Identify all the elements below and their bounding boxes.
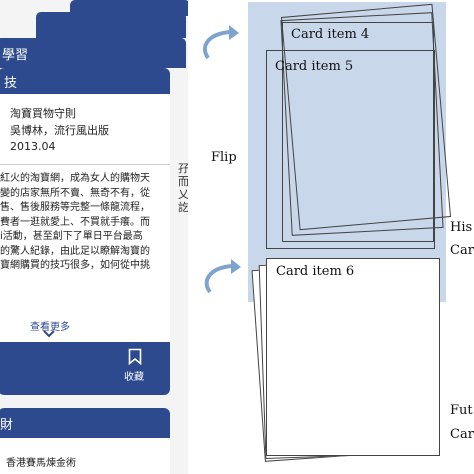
description-line: 紅火的淘寶網，成為女人的購物天 [0, 173, 150, 184]
see-more-link[interactable]: 查看更多 [30, 322, 70, 333]
card-item-6-label: Card item 6 [276, 264, 355, 279]
flip-arrow-top-icon [202, 25, 239, 60]
history-cards-label: Car [450, 243, 474, 258]
book-card-footer: 收藏 [0, 342, 170, 395]
description-line: 售、售後服務等完整一條龍流程， [0, 202, 150, 213]
description-line: 的驚人紀錄，由此足以瞭解淘寶的 [0, 245, 150, 257]
flip-arrow-bottom-icon [204, 259, 241, 294]
book-description: 紅火的淘寶網，成為女人的購物天 變的店家無所不賣、無奇不有，從 售、售後服務等完… [0, 172, 162, 274]
card-item-6[interactable]: Card item 6 [266, 258, 440, 456]
flip-label: Flip [211, 150, 237, 165]
second-card-subtitle: 香港賽馬煉金術 [6, 458, 76, 469]
card-divider [0, 164, 170, 165]
stacked-tab-study[interactable]: 學習 [0, 38, 186, 68]
chevron-down-icon[interactable] [43, 330, 55, 338]
book-card-header[interactable]: 技 [0, 68, 170, 94]
future-label: Fut [450, 403, 473, 418]
tab-study-label: 學習 [2, 48, 29, 63]
card-item-5-label: Card item 5 [275, 59, 354, 74]
description-line: 寶網購買的技巧很多，如何從中挑 [0, 260, 150, 271]
phone-screenshot: 學習 技 淘寶買物守則 吳博林，流行風出版 2013.04 紅火的淘寶網，成為女… [0, 0, 188, 474]
side-text-fragment: 孖而乂訖 [178, 162, 188, 214]
second-card-header[interactable]: 財 [0, 408, 170, 438]
bookmark-label[interactable]: 收藏 [124, 372, 144, 383]
card-item-5[interactable]: Card item 5 [266, 50, 435, 249]
card-item-4[interactable]: Card item 4 [282, 22, 434, 242]
book-author-publisher: 吳博林，流行風出版 [10, 124, 109, 137]
book-title: 淘寶買物守則 [10, 107, 76, 120]
second-card: 財 香港賽馬煉金術 [0, 408, 170, 474]
bookmark-icon[interactable] [128, 348, 142, 365]
book-date: 2013.04 [10, 140, 56, 153]
history-label: His [450, 220, 473, 235]
book-card-header-label: 技 [4, 76, 18, 91]
future-cards-label: Car [450, 427, 474, 442]
stacked-tab-middle[interactable] [36, 12, 186, 38]
description-line: 變的店家無所不賣、無奇不有，從 [0, 187, 150, 199]
history-highlight-region [248, 2, 446, 302]
description-line: i活動，甚至創下了單日平台最高 [0, 231, 143, 242]
description-line: 費者一逛就愛上、不買就手癢。而 [0, 216, 150, 228]
card-item-4-label: Card item 4 [291, 27, 370, 42]
book-card: 技 淘寶買物守則 吳博林，流行風出版 2013.04 紅火的淘寶網，成為女人的購… [0, 68, 170, 395]
second-card-header-label: 財 [0, 418, 14, 433]
